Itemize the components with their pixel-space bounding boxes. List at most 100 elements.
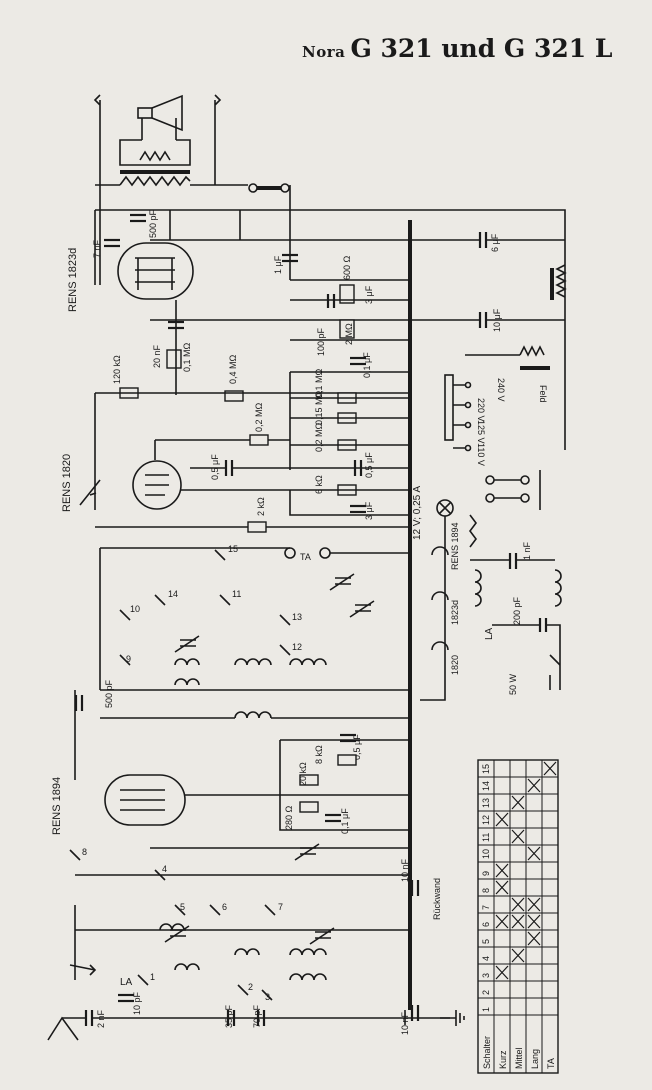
cap-6uf	[478, 232, 488, 248]
tube-1894-label: RENS 1894	[51, 777, 63, 835]
voltage-220: 220 V	[476, 398, 486, 422]
switch-table-number: 14	[481, 781, 491, 791]
model-name: G 321 und G 321 L	[350, 34, 613, 63]
back-panel-label: Rückwand	[432, 878, 442, 920]
voltage-selector[interactable]	[444, 374, 472, 452]
res-02mohm-b-label: 0,2 MΩ	[314, 422, 324, 452]
choke	[555, 264, 567, 298]
dial-lamp	[436, 499, 454, 517]
switch-table-row-1: Kurz	[498, 1050, 508, 1069]
cap-3uf-a-label: 3 μF	[364, 285, 374, 304]
volume-control[interactable]	[79, 479, 101, 506]
field-coil	[519, 345, 545, 357]
res-2mohm	[339, 319, 355, 339]
tube-1820-label: RENS 1820	[61, 454, 73, 512]
switch-table-cross	[527, 778, 541, 793]
tuning-cap-c[interactable]	[294, 843, 320, 861]
aerial-symbol	[47, 1016, 79, 1041]
cap-3uf-a	[326, 294, 336, 308]
tuning-cap-b[interactable]	[349, 600, 375, 618]
switch-table-number: 7	[481, 905, 491, 910]
trimmer-cap-b[interactable]	[164, 925, 190, 943]
switch-2: 2	[248, 982, 253, 992]
power-label: 50 W	[508, 673, 518, 695]
lower-switches[interactable]	[69, 849, 276, 1001]
switch-table-cross	[511, 795, 525, 810]
cap-500pf-mid	[74, 695, 84, 711]
switch-table-cross	[511, 897, 525, 912]
switch-table-number: 4	[481, 956, 491, 961]
switch-10: 10	[130, 604, 140, 614]
res-6k-label: 6 kΩ	[314, 475, 324, 494]
switch-table-cross	[511, 948, 525, 963]
cap-10uf	[478, 312, 488, 328]
switch-13: 13	[292, 612, 302, 622]
switch-table-row-2: Mittel	[514, 1047, 524, 1069]
res-280	[299, 801, 319, 813]
res-2k-label: 2 kΩ	[256, 497, 266, 516]
cap-05uf-c-label: 0,5 μF	[352, 734, 362, 760]
cap-05uf-a	[224, 460, 234, 476]
switch-1: 1	[150, 972, 155, 982]
heater-1820: 1820	[450, 655, 460, 675]
cap-01uf-a	[350, 356, 366, 366]
res-02mohm-a	[249, 434, 269, 446]
power-switch[interactable]	[485, 470, 541, 510]
antenna-input[interactable]	[69, 964, 97, 976]
switch-table-number: 15	[481, 764, 491, 774]
voltage-240: 240 V	[496, 378, 506, 402]
brand-name: Nora	[302, 43, 346, 61]
cap-10nf-a	[410, 880, 420, 896]
input-coil-b	[289, 973, 327, 981]
switch-table-number: 13	[481, 798, 491, 808]
switch-table-cross	[495, 880, 509, 895]
heater-label: 12 V; 0,25 A	[412, 486, 423, 540]
antenna-label: LA	[120, 977, 133, 988]
switch-15: 15	[228, 544, 238, 554]
switch-table-number: 9	[481, 871, 491, 876]
switch-12: 12	[292, 642, 302, 652]
switch-table-number: 5	[481, 939, 491, 944]
trimmer-cap-a[interactable]	[174, 635, 200, 653]
cap-1uf-label: 1 μF	[273, 255, 283, 274]
res-8k	[337, 754, 357, 766]
heater-1823d: 1823d	[450, 600, 460, 625]
schematic-title: Nora G 321 und G 321 L	[302, 34, 612, 63]
lamp-coil	[474, 569, 482, 607]
res-04mohm-label: 0,4 MΩ	[228, 354, 238, 384]
tuning-cap-a[interactable]	[329, 573, 355, 591]
res-600ohm-label: 600 Ω	[342, 255, 352, 280]
antenna-label-right: LA	[484, 627, 495, 640]
cap-35pf-label: 35 pF	[224, 1004, 234, 1028]
switch-table-number: 10	[481, 849, 491, 859]
switch-table-number: 2	[481, 990, 491, 995]
switch-table-row-3: Lang	[530, 1049, 540, 1069]
cap-7nf-label: 7 nF	[92, 239, 102, 258]
cap-35pf	[226, 1010, 236, 1026]
res-01mohm-b-label: 0,1 MΩ	[314, 368, 324, 398]
cap-2nf	[84, 1010, 94, 1026]
tube-1823d-label: RENS 1823d	[67, 248, 79, 312]
switch-11: 11	[232, 589, 241, 599]
cap-10nf-b-label: 10 nF	[400, 1011, 410, 1035]
switch-table-cross	[495, 863, 509, 878]
switch-table-cross	[495, 812, 509, 827]
switch-table-number: 1	[481, 1007, 491, 1012]
mains-switch[interactable]	[549, 654, 561, 690]
cap-20nf-label: 20 nF	[152, 344, 162, 368]
switch-table-cross	[511, 914, 525, 929]
cap-200pf	[538, 618, 548, 632]
cap-01uf-b-label: 0,1 μF	[340, 808, 350, 834]
res-01mohm-label: 0,1 MΩ	[182, 342, 192, 372]
cap-3uf-b	[350, 504, 366, 514]
switch-8: 8	[82, 847, 87, 857]
mains-coil	[554, 569, 562, 607]
switch-table-cross	[527, 846, 541, 861]
res-8k-label: 8 kΩ	[314, 745, 324, 764]
res-280-label: 280 Ω	[284, 805, 294, 830]
wave-switches[interactable]	[119, 549, 291, 666]
resistor-heater	[469, 514, 477, 548]
switch-table-number: 11	[481, 833, 491, 842]
